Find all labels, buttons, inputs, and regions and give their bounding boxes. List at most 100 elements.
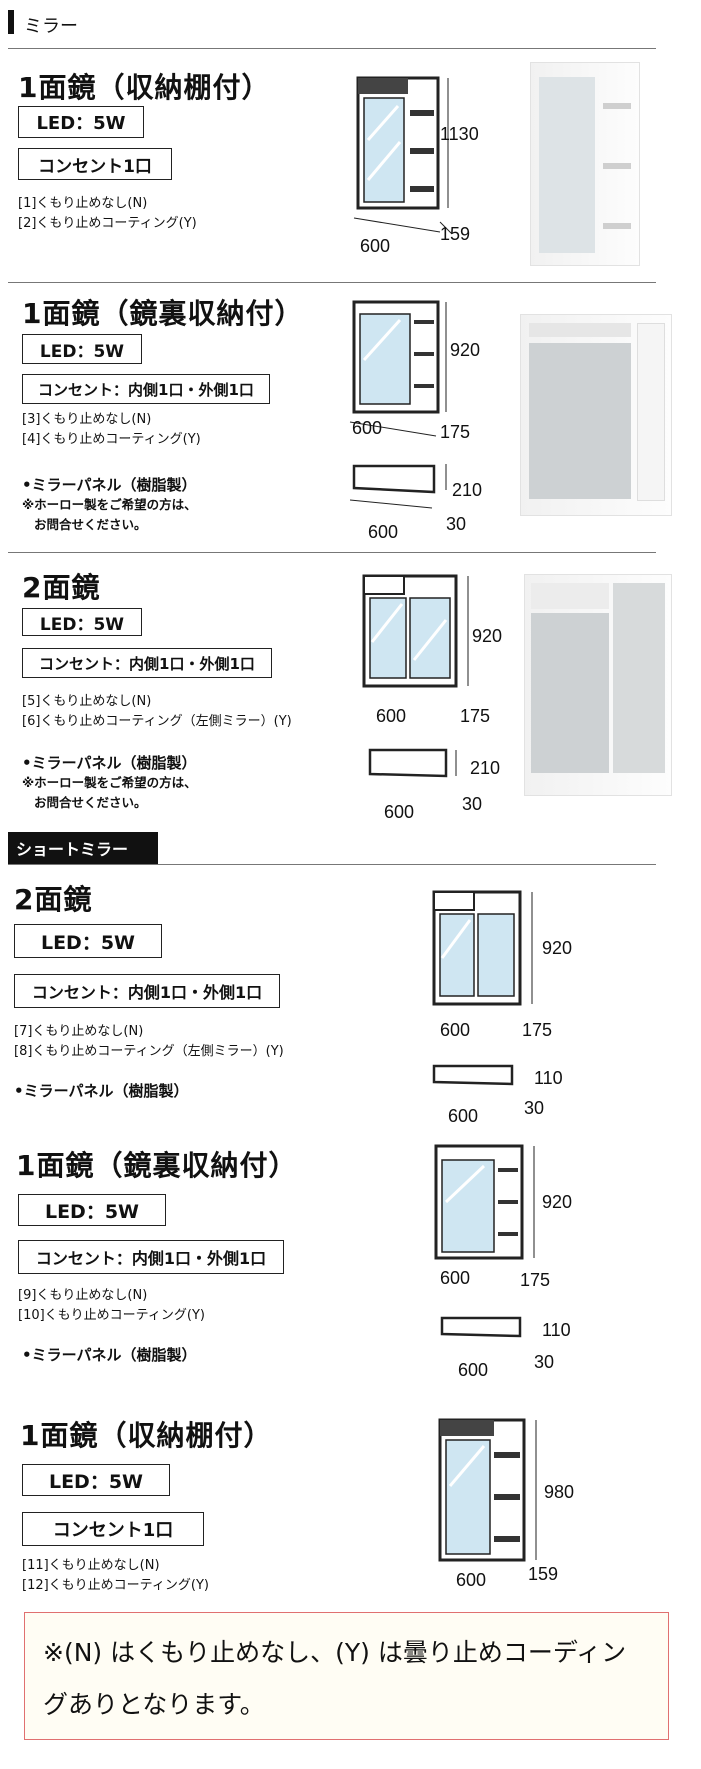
dim-depth: 175 — [460, 706, 490, 726]
note-y: [12]くもり止めコーティング(Y) — [22, 1578, 209, 1593]
panel-note: ※ホーロー製をご希望の方は、 — [22, 497, 197, 512]
panel-width: 600 — [448, 1106, 478, 1126]
dim-depth: 175 — [522, 1020, 552, 1040]
note-y: [6]くもり止めコーティング（左側ミラー）(Y) — [22, 714, 292, 729]
dim-height: 920 — [472, 626, 502, 646]
panel-height-dim: 210 — [452, 480, 482, 500]
note-n: [5]くもり止めなし(N) — [22, 694, 152, 709]
depth-dim: 159 — [440, 224, 470, 244]
note-y: [2]くもり止めコーティング(Y) — [18, 216, 197, 231]
shelf-image — [603, 103, 631, 109]
panel-height-dim: 210 — [470, 758, 500, 778]
panel-width-dim: 600 — [448, 1106, 478, 1126]
dim-height: 920 — [542, 938, 572, 958]
outlet-spec: コンセント：内側1口・外側1口 — [22, 648, 272, 678]
panel-height: 110 — [542, 1320, 571, 1340]
depth-dim: 175 — [460, 706, 490, 726]
note-y: [8]くもり止めコーティング（左側ミラー）(Y) — [14, 1044, 284, 1059]
panel-label: •ミラーパネル（樹脂製） — [22, 754, 197, 772]
shelf-image — [603, 163, 631, 169]
outlet-spec: コンセント：内側1口・外側1口 — [22, 374, 270, 404]
shelf-image — [603, 223, 631, 229]
note-n: [11]くもり止めなし(N) — [22, 1558, 160, 1573]
height-dim: 920 — [542, 1192, 572, 1212]
dim-width: 600 — [440, 1268, 470, 1288]
dim-height: 980 — [544, 1482, 574, 1502]
panel-depth-dim: 30 — [534, 1352, 554, 1372]
outlet-spec: コンセント1口 — [18, 148, 172, 180]
panel-height: 110 — [534, 1068, 563, 1088]
dim-width: 600 — [376, 706, 406, 726]
dim-height: 920 — [450, 340, 480, 360]
cabinet-two-door-diagram — [362, 574, 469, 688]
note-n: [1]くもり止めなし(N) — [18, 196, 148, 211]
mirror-image — [531, 613, 609, 773]
cabinet-shelf-diagram — [438, 1418, 537, 1562]
divider — [8, 48, 656, 49]
mirror-image — [613, 583, 665, 773]
width-dim: 600 — [376, 706, 406, 726]
product-title: 1面鏡（収納棚付） — [20, 1419, 273, 1452]
product-title: 1面鏡（鏡裏収納付） — [16, 1149, 298, 1182]
footnote-text: ※(N) はくもり止めなし、(Y) は曇り止めコーディングありとなります。 — [43, 1638, 627, 1719]
divider — [8, 282, 656, 283]
product-photo — [520, 314, 672, 516]
product-title: 2面鏡 — [22, 571, 101, 604]
panel-note: お問合せください。 — [34, 795, 147, 810]
panel-diagram — [440, 1316, 522, 1338]
width-dim: 600 — [352, 418, 382, 438]
dim-depth: 175 — [520, 1270, 550, 1290]
cabinet-back-diagram — [434, 1144, 535, 1260]
product-title: 1面鏡（鏡裏収納付） — [22, 297, 304, 330]
short-mirror-banner: ショートミラー — [8, 832, 158, 864]
panel-width-dim: 600 — [458, 1360, 488, 1380]
panel-height-dim: 110 — [542, 1320, 571, 1340]
depth-dim: 175 — [520, 1270, 550, 1290]
product-title: 2面鏡 — [14, 883, 93, 916]
note-n: [3]くもり止めなし(N) — [22, 412, 152, 427]
dim-width: 600 — [440, 1020, 470, 1040]
note-y: [10]くもり止めコーティング(Y) — [18, 1308, 205, 1323]
panel-height: 210 — [452, 480, 482, 500]
product-title: 1面鏡（収納棚付） — [18, 71, 271, 104]
depth-dim: 175 — [440, 422, 470, 442]
led-spec: LED：5W — [22, 608, 142, 636]
panel-depth-dim: 30 — [524, 1098, 544, 1118]
note-n: [9]くもり止めなし(N) — [18, 1288, 148, 1303]
panel-height-dim: 110 — [534, 1068, 563, 1088]
outlet-spec: コンセント：内側1口・外側1口 — [14, 974, 280, 1008]
width-dim: 600 — [456, 1570, 486, 1590]
dim-width: 600 — [456, 1570, 486, 1590]
note-n: [7]くもり止めなし(N) — [14, 1024, 144, 1039]
panel-width: 600 — [368, 522, 398, 542]
height-dim: 920 — [472, 626, 502, 646]
width-dim: 600 — [360, 236, 390, 256]
panel-width-dim: 600 — [368, 522, 398, 542]
width-dim: 600 — [440, 1268, 470, 1288]
panel-width-dim: 600 — [384, 802, 414, 822]
led-spec: LED：5W — [22, 1464, 170, 1496]
depth-dim: 175 — [522, 1020, 552, 1040]
note-y: [4]くもり止めコーティング(Y) — [22, 432, 201, 447]
panel-label: •ミラーパネル（樹脂製） — [22, 476, 197, 494]
section-marker — [8, 10, 14, 34]
light-bar-image — [529, 323, 631, 337]
depth-dim: 159 — [528, 1564, 558, 1584]
panel-diagram — [432, 1064, 514, 1086]
section-title: ミラー — [24, 16, 78, 37]
outlet-spec: コンセント：内側1口・外側1口 — [18, 1240, 284, 1274]
panel-depth: 30 — [534, 1352, 554, 1372]
height-dim: 1130 — [440, 124, 479, 144]
footnote-box: ※(N) はくもり止めなし、(Y) は曇り止めコーディングありとなります。 — [24, 1612, 669, 1740]
panel-depth-dim: 30 — [462, 794, 482, 814]
product-photo — [530, 62, 640, 266]
cabinet-shelf-diagram — [353, 76, 453, 235]
led-spec: LED：5W — [18, 106, 144, 138]
product-photo — [524, 574, 672, 796]
outlet-spec: コンセント1口 — [22, 1512, 204, 1546]
panel-width: 600 — [458, 1360, 488, 1380]
led-spec: LED：5W — [14, 924, 162, 958]
dim-width: 600 — [352, 418, 382, 438]
dim-depth: 175 — [440, 422, 470, 442]
dim-depth: 159 — [440, 224, 470, 244]
